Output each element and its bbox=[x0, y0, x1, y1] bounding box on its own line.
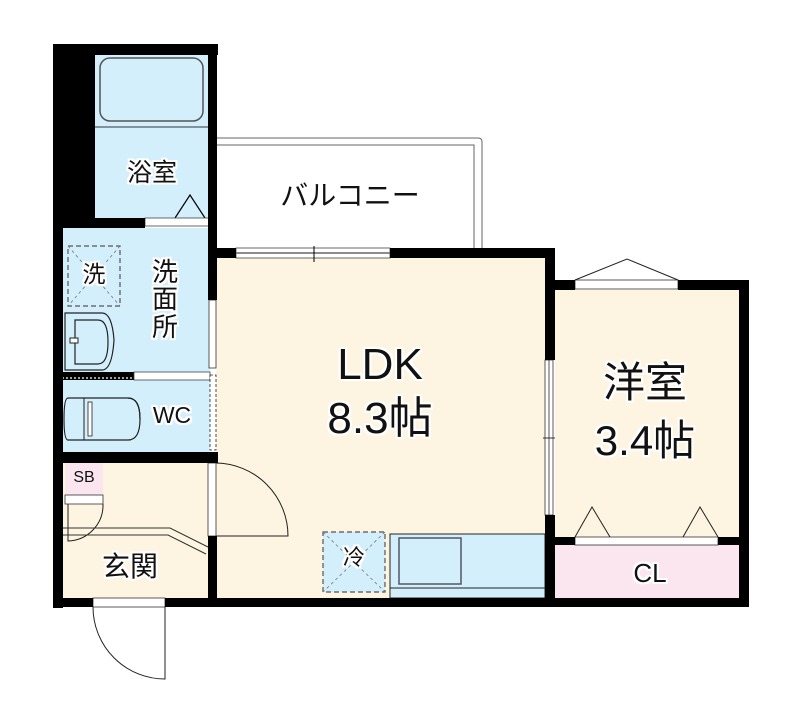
washroom-label: 洗 面 所 bbox=[151, 258, 178, 343]
wall-ldk-top bbox=[208, 248, 236, 258]
wall-western-top-left bbox=[545, 280, 575, 290]
wall-ldk-right-bottom bbox=[545, 515, 555, 606]
shoe-box-label: SB bbox=[73, 469, 95, 486]
western-room-size: 3.4帖 bbox=[594, 417, 696, 464]
washer-label: 洗 bbox=[82, 262, 106, 288]
bath-label: 浴室 bbox=[126, 158, 177, 187]
wall-top-bath bbox=[53, 44, 218, 55]
wall-ldk-top-right bbox=[390, 248, 554, 258]
western-room-label: 洋室 bbox=[602, 358, 687, 407]
wall-wc-bottom bbox=[53, 452, 218, 463]
wall-wash-right-top bbox=[208, 218, 217, 300]
wall-ldk-right-top bbox=[545, 248, 555, 360]
closet-room bbox=[555, 545, 740, 598]
wall-entrance-right bbox=[208, 536, 217, 606]
wall-left-thick bbox=[53, 44, 95, 228]
balcony-label: バルコニー bbox=[280, 179, 420, 212]
wall-western-top-right bbox=[678, 280, 748, 290]
ldk-label: LDK bbox=[337, 340, 423, 389]
wall-closet-top-left bbox=[545, 537, 575, 545]
entrance-label: 玄関 bbox=[101, 550, 158, 583]
wall-left bbox=[53, 218, 63, 608]
western-room bbox=[555, 290, 740, 538]
wall-bath-right bbox=[208, 44, 217, 218]
ldk-size: 8.3帖 bbox=[327, 394, 433, 443]
shoe-box bbox=[65, 463, 103, 495]
closet-label: CL bbox=[633, 558, 667, 588]
wall-right bbox=[739, 280, 749, 606]
wall-bath-bottom bbox=[53, 218, 145, 228]
wall-bottom-left bbox=[53, 598, 93, 607]
fridge-label: 冷 bbox=[342, 546, 365, 571]
wall-closet-top-right bbox=[718, 537, 748, 545]
wall-bottom-right bbox=[165, 598, 749, 607]
wc-label: WC bbox=[152, 402, 192, 428]
